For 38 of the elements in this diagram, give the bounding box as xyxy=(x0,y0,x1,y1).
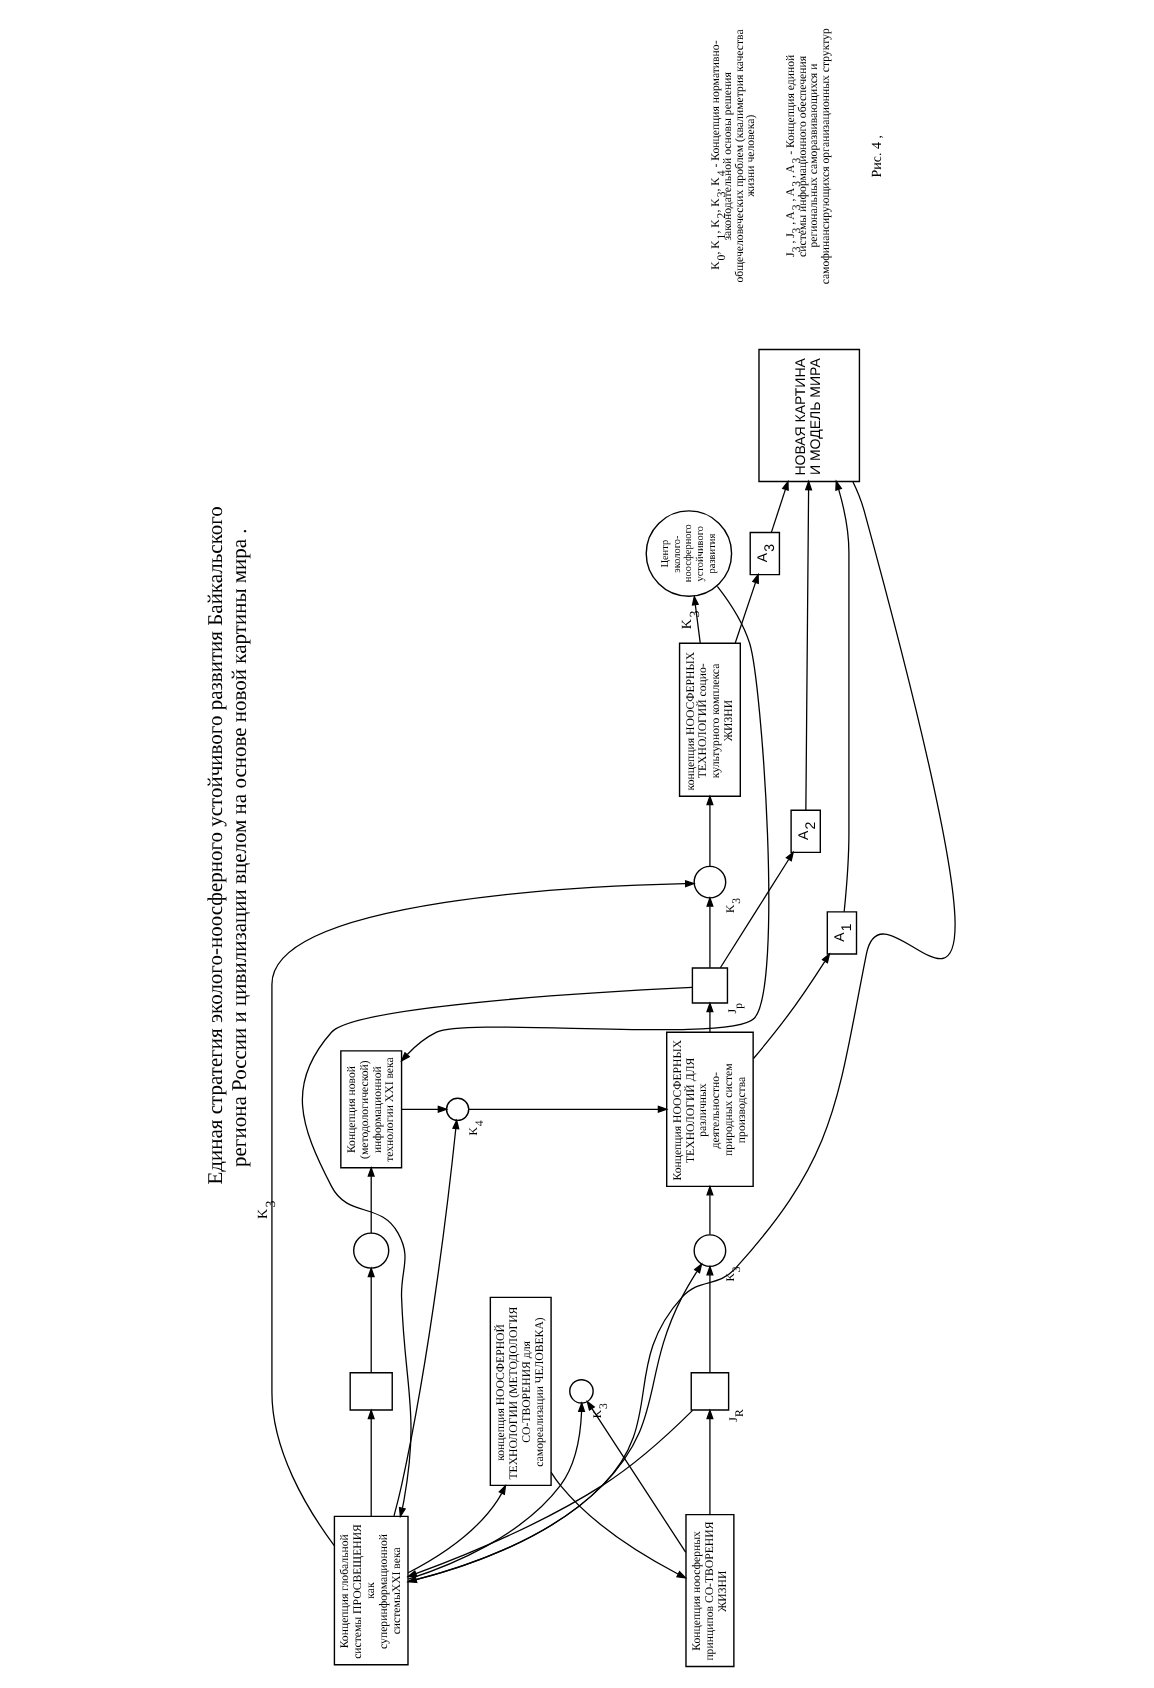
arrow xyxy=(705,1408,713,1516)
node-circle xyxy=(568,1379,593,1404)
arrow xyxy=(733,572,758,644)
arrow xyxy=(705,896,713,969)
arrow xyxy=(549,1471,687,1579)
arrow xyxy=(366,1165,374,1234)
arrow xyxy=(366,1266,374,1374)
arrow xyxy=(705,1184,713,1236)
arrow xyxy=(705,1001,713,1033)
arrow xyxy=(769,479,788,533)
arrow xyxy=(718,850,794,969)
arrow xyxy=(406,1484,506,1574)
arrow xyxy=(300,986,692,1519)
arrow xyxy=(405,480,955,1584)
arrow xyxy=(405,1409,693,1578)
arrow xyxy=(834,479,849,913)
node-circle xyxy=(692,1234,726,1268)
arrow xyxy=(270,879,695,1547)
arrow xyxy=(705,794,713,867)
node-circle xyxy=(692,865,726,899)
node-box xyxy=(348,1372,392,1411)
arrow xyxy=(690,594,700,644)
arrow xyxy=(406,1401,585,1580)
diagram-title: Единая стратегия эколого-ноосферного устойчивого развития Байкальского региона России и цивилизации вцелом на основе новой картины мира . xyxy=(205,506,251,1185)
node-box xyxy=(689,1372,729,1411)
arrow xyxy=(366,1408,374,1517)
arrow xyxy=(751,952,830,1060)
arrow xyxy=(467,1105,668,1114)
arrow xyxy=(400,1105,448,1114)
node-circle xyxy=(444,1097,469,1122)
arrow xyxy=(705,1264,713,1374)
node-box xyxy=(690,967,728,1004)
arrow xyxy=(585,1400,686,1553)
arrow xyxy=(392,1118,459,1517)
arrow xyxy=(803,479,812,811)
arrow xyxy=(399,585,769,1063)
node-circle xyxy=(352,1232,389,1269)
arrow xyxy=(406,1262,702,1583)
